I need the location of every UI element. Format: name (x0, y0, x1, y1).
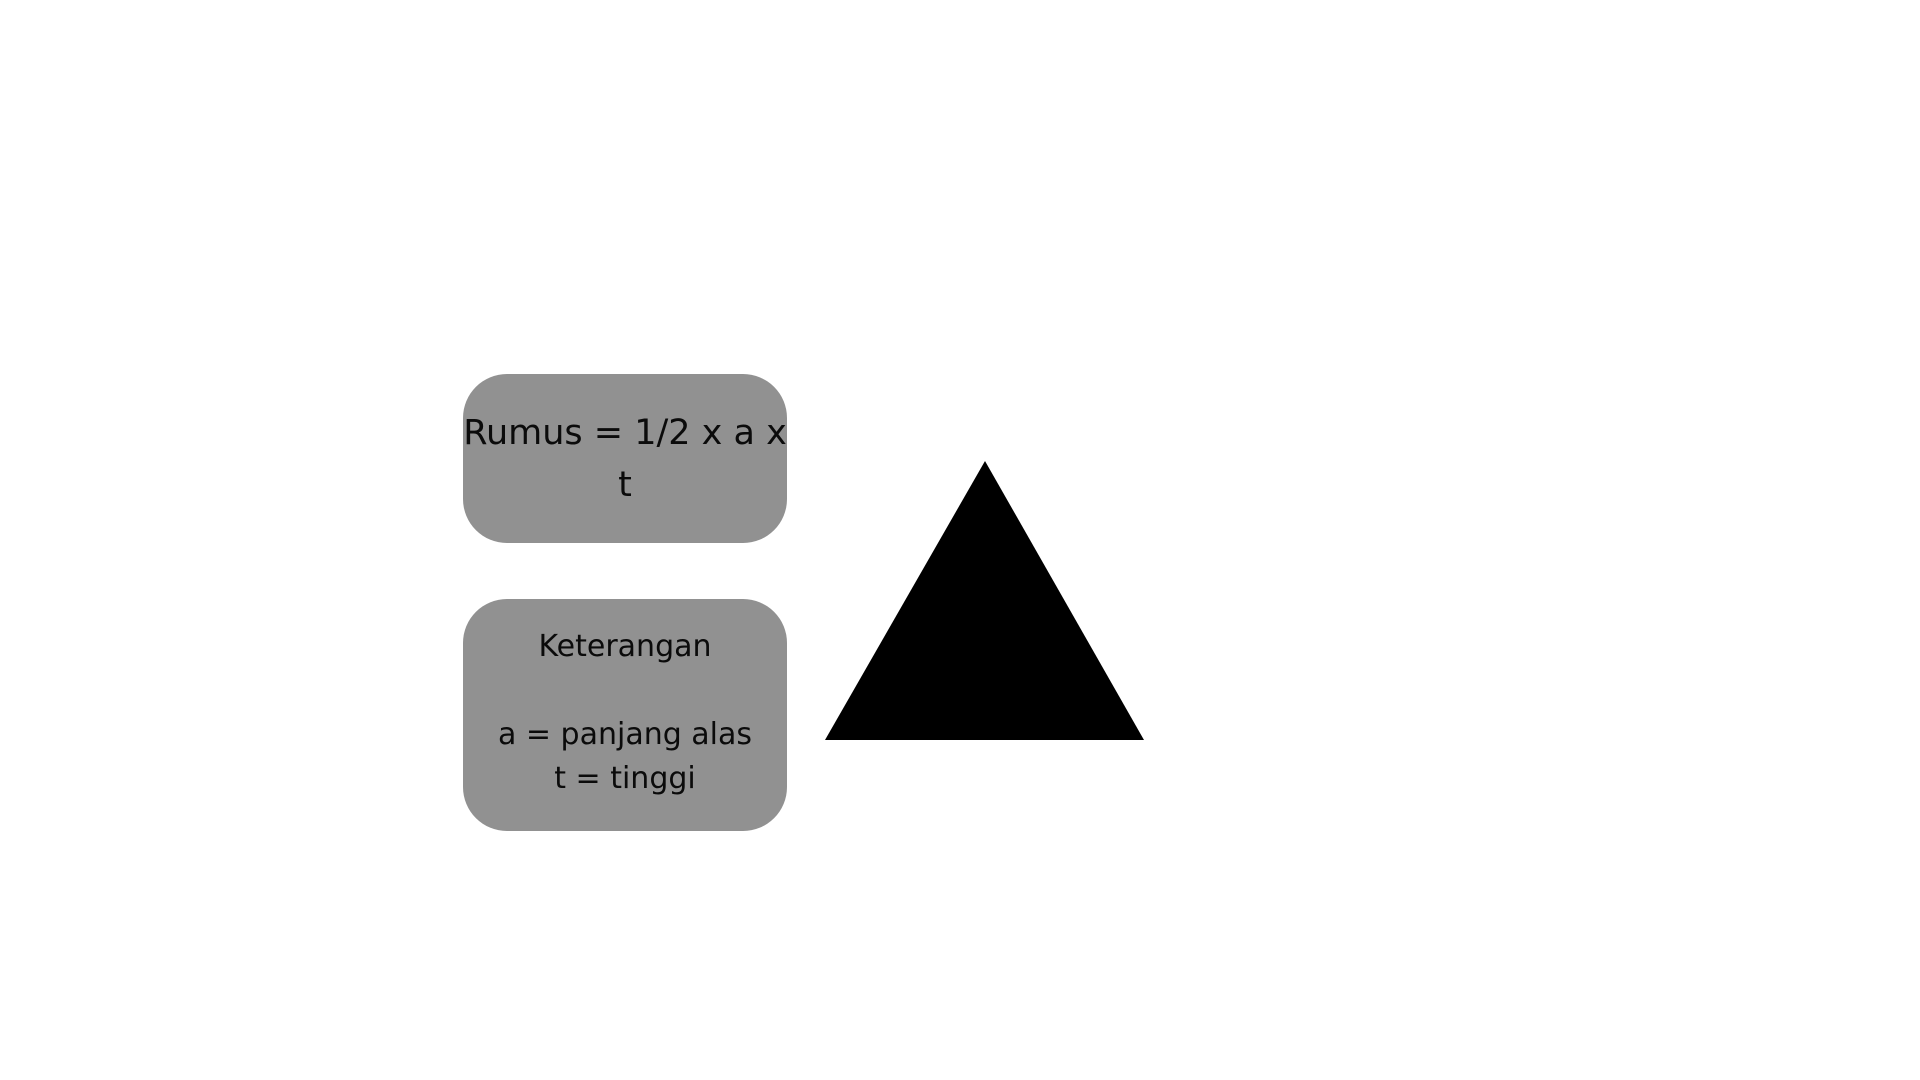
triangle-shape (825, 461, 1144, 740)
legend-title: Keterangan (538, 629, 712, 664)
formula-card: Rumus = 1/2 x a x t (463, 374, 787, 543)
legend-item-height: t = tinggi (554, 761, 696, 796)
formula-text-line-1: Rumus = 1/2 x a x (463, 412, 787, 453)
legend-item-base: a = panjang alas (497, 717, 753, 752)
triangle-polygon (825, 461, 1144, 740)
legend-card: Keterangan a = panjang alas t = tinggi (463, 599, 787, 831)
formula-text-line-2: t (618, 464, 632, 505)
